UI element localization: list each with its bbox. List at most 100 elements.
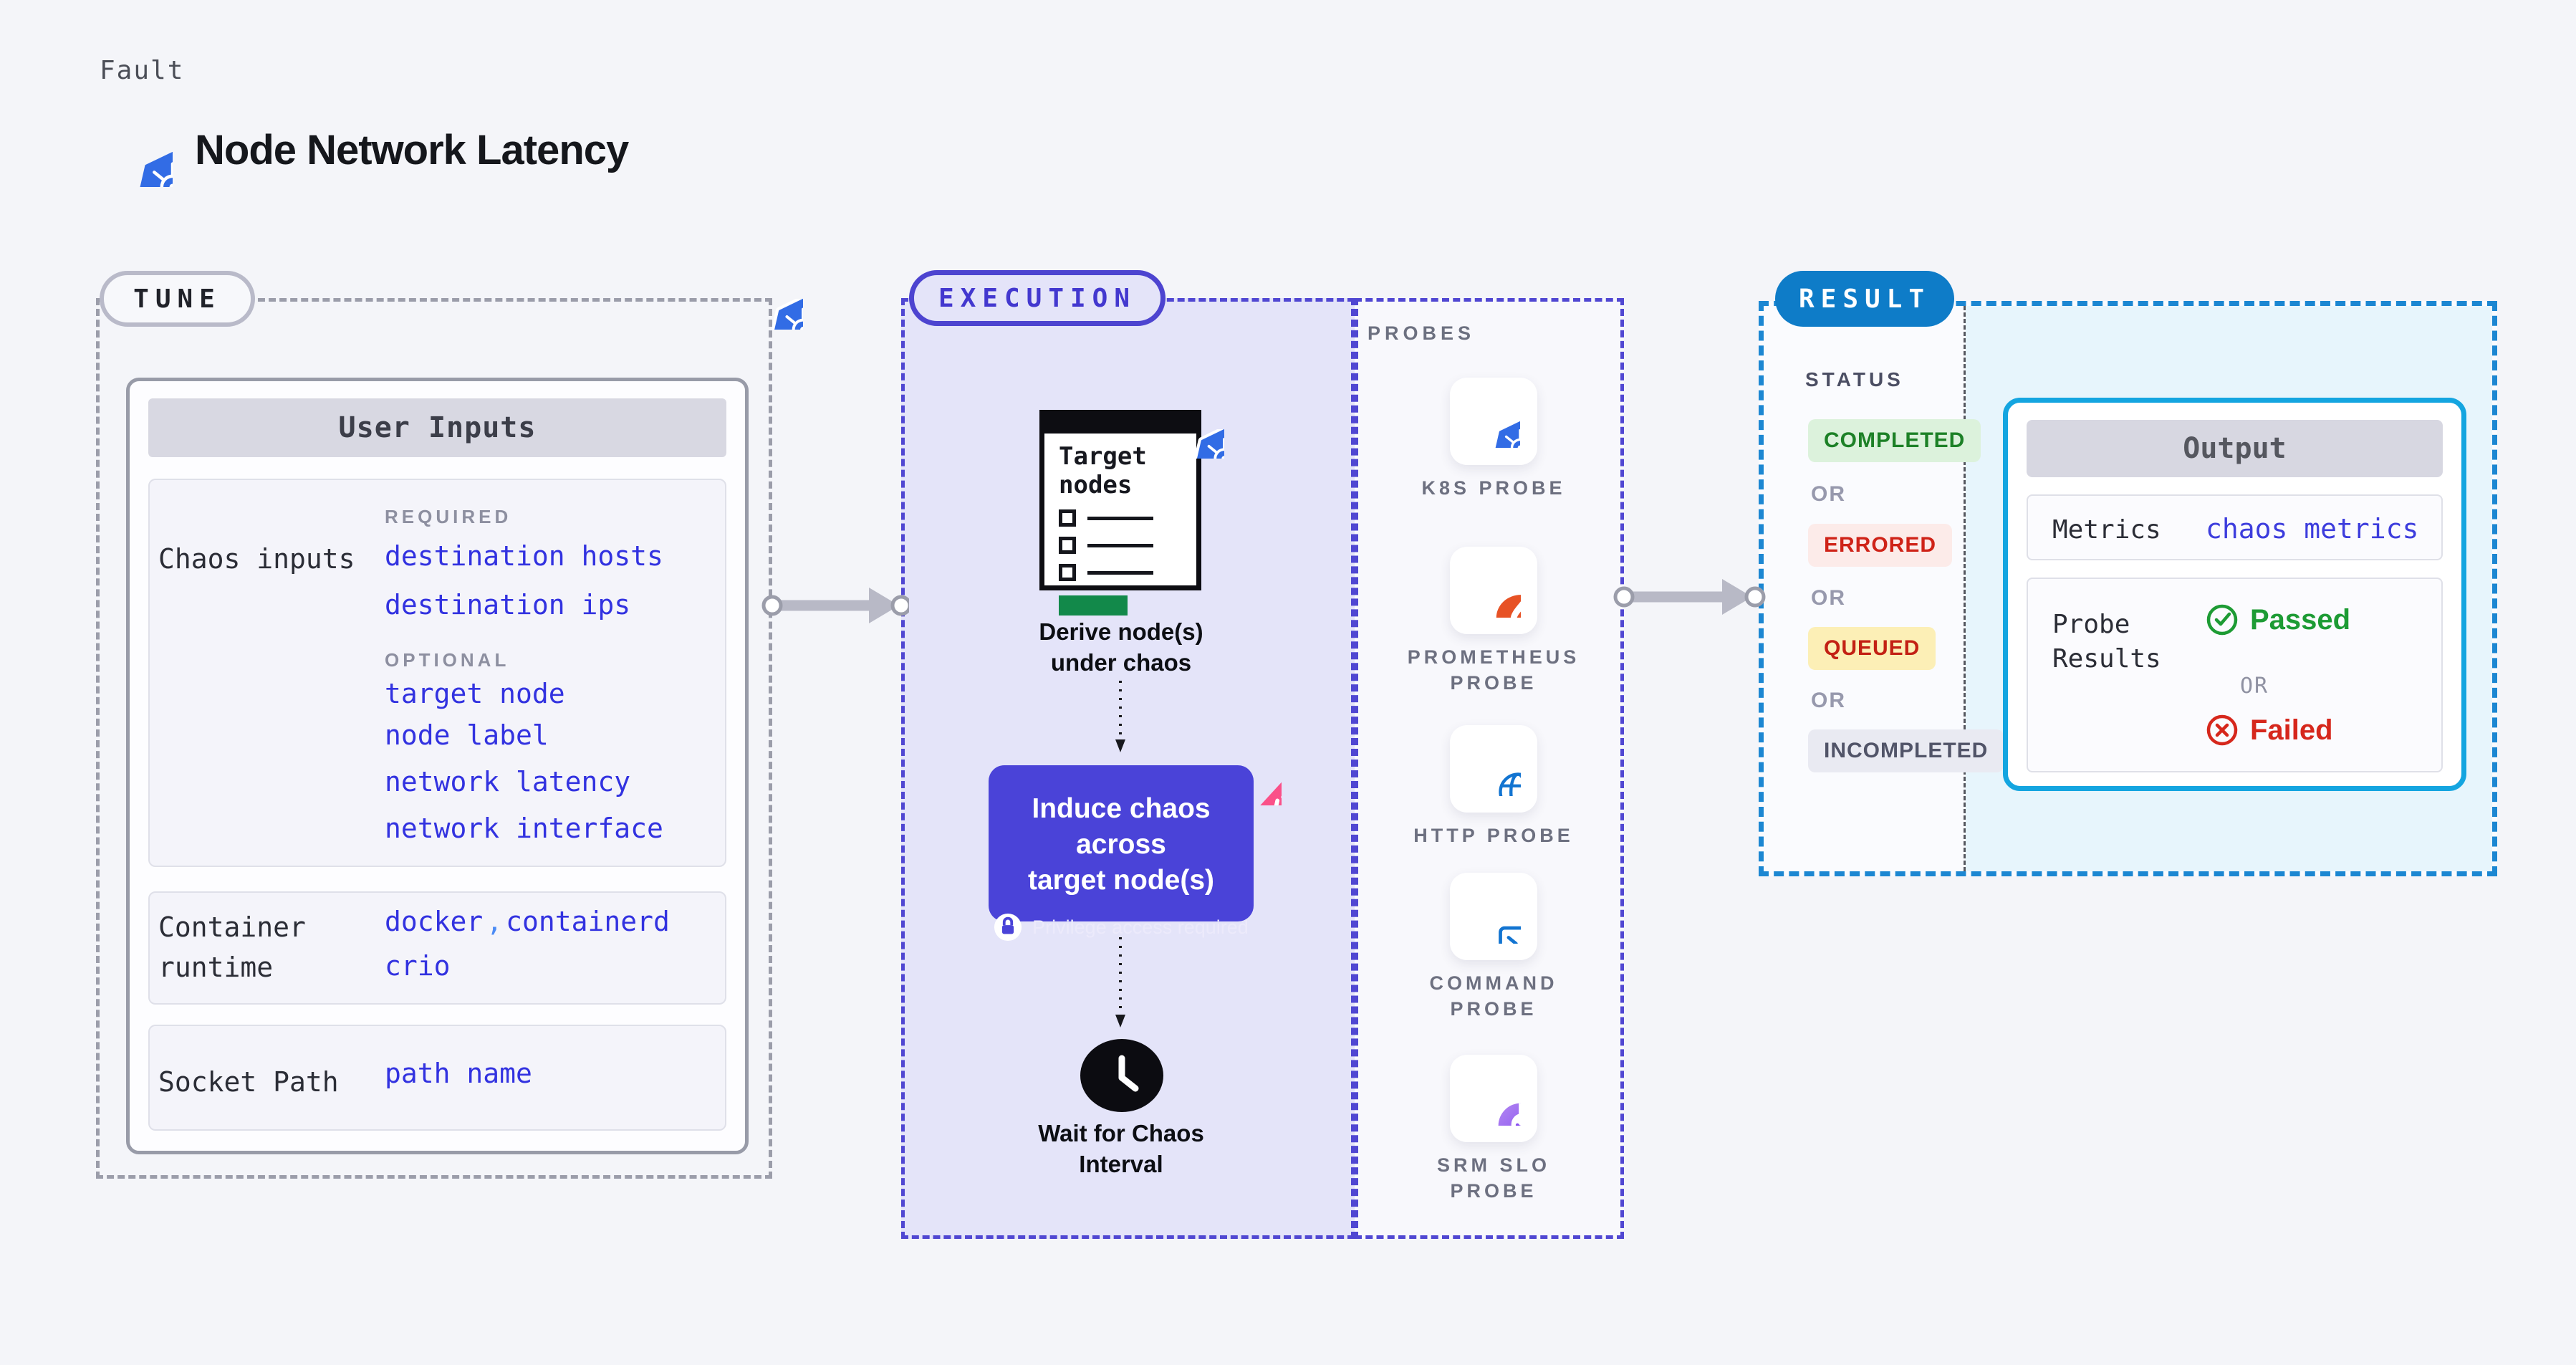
tune-to-execution-arrow <box>761 588 909 623</box>
passed-label: Passed <box>2250 603 2351 636</box>
result-pill-label: RESULT <box>1798 284 1931 314</box>
failed-label: Failed <box>2250 714 2333 746</box>
probe-card[interactable] <box>1450 1055 1537 1142</box>
tune-pill: TUNE <box>100 271 255 327</box>
page-title: Node Network Latency <box>195 127 629 173</box>
probe-results-row: Probe Results Passed OR Failed <box>2027 578 2443 772</box>
passed-line: Passed <box>2206 603 2350 636</box>
probe-card[interactable] <box>1450 547 1537 634</box>
srm-slo-icon <box>1466 1071 1521 1126</box>
output-box: Output Metrics chaos metrics Probe Resul… <box>2003 398 2466 791</box>
link-destination-hosts[interactable]: destination hosts <box>385 540 663 572</box>
node-line <box>1087 516 1153 520</box>
probe-name: K8S PROBE <box>1421 477 1566 499</box>
derive-nodes-caption: Derive node(s) under chaos <box>1039 618 1203 676</box>
link-crio[interactable]: crio <box>385 950 451 982</box>
probe-entry-srm-slo: SRM SLO PROBE <box>1400 1055 1587 1204</box>
or-label: OR <box>1811 586 1846 610</box>
probe-name: PROMETHEUS PROBE <box>1407 646 1580 694</box>
link-path-name[interactable]: path name <box>385 1058 532 1089</box>
probe-card[interactable] <box>1450 873 1537 960</box>
user-inputs-header: User Inputs <box>148 398 726 457</box>
induce-chaos-line1: Induce chaos across <box>1032 793 1211 860</box>
node-line <box>1087 543 1153 547</box>
socket-path-label: Socket Path <box>158 1066 339 1098</box>
failed-line: Failed <box>2206 714 2333 747</box>
probe-name: COMMAND PROBE <box>1429 972 1558 1020</box>
required-label: REQUIRED <box>385 506 512 527</box>
result-divider <box>1964 306 1966 871</box>
probe-entry-prometheus: PROMETHEUS PROBE <box>1400 547 1587 696</box>
privilege-badge-label: Privilege access required <box>1032 916 1249 938</box>
kubernetes-title-icon <box>102 117 173 187</box>
link-destination-ips[interactable]: destination ips <box>385 589 631 621</box>
probe-name: HTTP PROBE <box>1413 825 1574 846</box>
probe-name: SRM SLO PROBE <box>1436 1154 1550 1202</box>
or-label: OR <box>1811 689 1846 712</box>
container-runtime-label: Container runtime <box>158 911 306 983</box>
progress-bar <box>1059 595 1128 616</box>
http-icon <box>1466 742 1521 796</box>
link-network-interface[interactable]: network interface <box>385 813 663 844</box>
probe-results-label: Probe Results <box>2052 610 2161 674</box>
link-network-latency[interactable]: network latency <box>385 766 631 798</box>
link-target-node[interactable]: target node <box>385 678 565 709</box>
probe-entry-http: HTTP PROBE <box>1400 725 1587 848</box>
kubernetes-corner-icon <box>741 268 803 330</box>
execution-pill: EXECUTION <box>909 270 1166 326</box>
command-icon <box>1466 889 1521 944</box>
node-row <box>1059 537 1196 554</box>
container-runtime-group: Container runtime docker , containerd cr… <box>148 891 726 1005</box>
runtime-separator: , <box>486 906 503 937</box>
probe-card[interactable] <box>1450 378 1537 465</box>
fault-eyebrow: Fault <box>100 56 185 85</box>
status-label: STATUS <box>1805 368 1904 391</box>
induce-chaos-button[interactable]: Induce chaos across target node(s) Privi… <box>989 765 1254 942</box>
kubernetes-icon <box>1467 395 1520 448</box>
checkbox-icon <box>1059 564 1076 581</box>
check-circle-icon <box>2206 604 2238 636</box>
status-badge-errored: ERRORED <box>1808 524 1953 567</box>
link-node-label[interactable]: node label <box>385 719 549 751</box>
output-or-label: OR <box>2240 674 2269 699</box>
target-nodes-title: Target nodes <box>1059 442 1147 499</box>
down-dotted-arrow-icon <box>1115 681 1125 752</box>
or-label: OR <box>1811 482 1846 506</box>
execution-pill-label: EXECUTION <box>938 283 1137 313</box>
checkbox-icon <box>1059 509 1076 527</box>
status-badge-queued: QUEUED <box>1808 627 1936 670</box>
socket-path-group: Socket Path path name <box>148 1025 726 1131</box>
link-docker[interactable]: docker <box>385 906 484 937</box>
chaos-inputs-group: Chaos inputs REQUIRED destination hosts … <box>148 479 726 867</box>
output-header: Output <box>2027 420 2443 477</box>
induce-chaos-line2: target node(s) <box>1027 865 1214 896</box>
status-badge-completed: COMPLETED <box>1808 419 1981 462</box>
probe-card[interactable] <box>1450 725 1537 813</box>
prometheus-icon <box>1466 563 1521 618</box>
probes-label: PROBES <box>1368 322 1476 344</box>
chaos-metrics-link[interactable]: chaos metrics <box>2206 513 2419 545</box>
tune-section <box>96 298 772 1179</box>
lock-icon <box>994 913 1022 942</box>
down-dotted-arrow-icon <box>1115 937 1125 1028</box>
link-containerd[interactable]: containerd <box>506 906 670 937</box>
litmus-chaos-icon <box>1216 739 1282 805</box>
status-badge-incompleted: INCOMPLETED <box>1808 729 2004 772</box>
checkbox-icon <box>1059 537 1076 554</box>
chaos-inputs-label: Chaos inputs <box>158 543 355 575</box>
metrics-row: Metrics chaos metrics <box>2027 494 2443 560</box>
node-line <box>1087 570 1153 575</box>
optional-label: OPTIONAL <box>385 649 510 671</box>
node-row <box>1059 509 1196 527</box>
user-inputs-card: User Inputs Chaos inputs REQUIRED destin… <box>126 378 749 1154</box>
clock-icon <box>1080 1039 1163 1112</box>
probes-to-result-arrow <box>1613 579 1766 615</box>
x-circle-icon <box>2206 714 2238 746</box>
metrics-label: Metrics <box>2052 515 2161 545</box>
probe-entry-k8s: K8S PROBE <box>1400 378 1587 501</box>
tune-pill-label: TUNE <box>133 284 221 314</box>
kubernetes-window-badge-icon <box>1166 400 1224 459</box>
result-pill: RESULT <box>1775 271 1954 327</box>
target-nodes-window: Target nodes <box>1039 410 1201 616</box>
